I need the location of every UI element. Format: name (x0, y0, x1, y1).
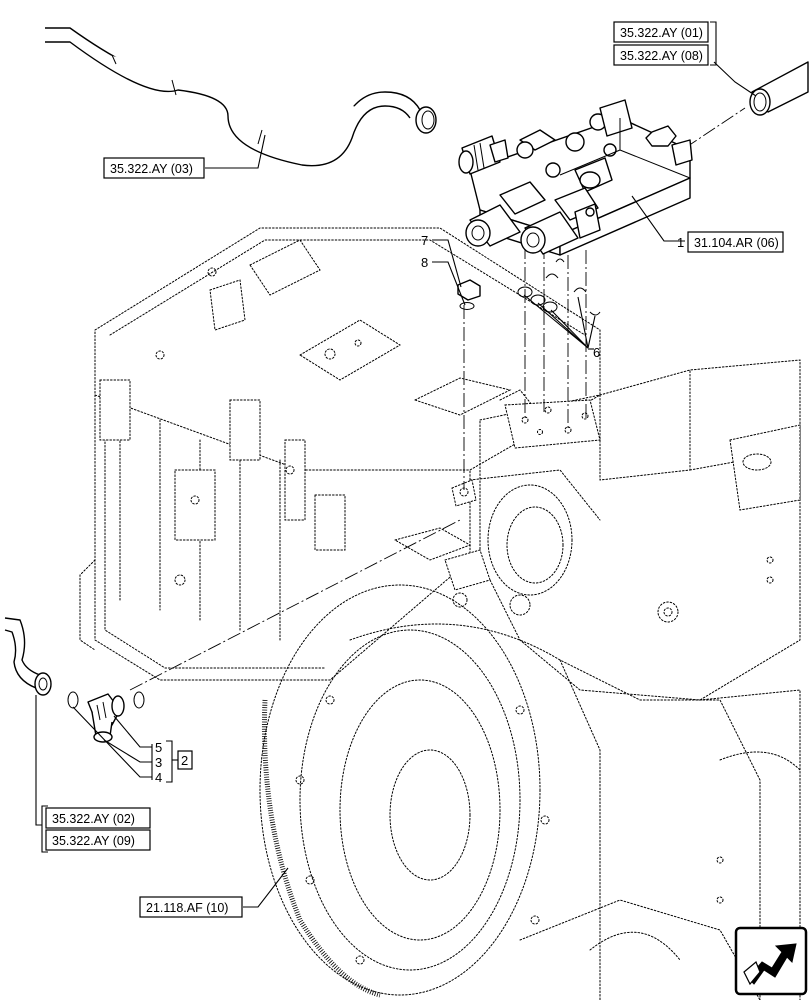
ref-label-35-322-ay-01[interactable]: 35.322.AY (01) (620, 26, 703, 40)
ref-box-21-118-af-10[interactable]: 21.118.AF (10) (139, 896, 243, 918)
lower-hose (4, 617, 52, 696)
callout-group-bracket (166, 740, 178, 783)
next-page-arrow-icon[interactable] (734, 926, 808, 996)
ref-bracket-lower-left (41, 805, 48, 853)
ref-label-31-104-ar-06[interactable]: 31.104.AR (06) (694, 236, 779, 250)
ref-label-21-118-af-10[interactable]: 21.118.AF (10) (146, 901, 228, 915)
assembly-centerlines (129, 107, 746, 691)
callout-box-2: 2 (177, 750, 193, 770)
ref-box-35-322-ay-09[interactable]: 35.322.AY (09) (45, 829, 151, 851)
callout-3: 3 (155, 755, 162, 770)
upper-right-pipe (749, 61, 809, 116)
plug-with-washer (457, 279, 481, 310)
callout-2: 2 (181, 753, 188, 768)
ref-box-35-322-ay-08[interactable]: 35.322.AY (08) (613, 44, 709, 66)
ref-box-35-322-ay-01[interactable]: 35.322.AY (01) (613, 21, 709, 43)
ref-label-35-322-ay-08[interactable]: 35.322.AY (08) (620, 49, 703, 63)
callout-4: 4 (155, 770, 162, 785)
leader-lines (35, 61, 757, 908)
ref-label-35-322-ay-03[interactable]: 35.322.AY (03) (110, 162, 193, 176)
ref-label-35-322-ay-02[interactable]: 35.322.AY (02) (52, 812, 135, 826)
ref-box-31-104-ar-06[interactable]: 31.104.AR (06) (687, 231, 784, 253)
control-valve (458, 99, 693, 256)
transmission-housing (79, 227, 801, 1000)
callout-8: 8 (421, 255, 428, 270)
ref-bracket-top-right (710, 21, 717, 66)
callout-7: 7 (421, 233, 428, 248)
callout-5: 5 (155, 740, 162, 755)
callout-6: 6 (593, 345, 600, 360)
elbow-fitting (67, 691, 145, 743)
ref-label-35-322-ay-09[interactable]: 35.322.AY (09) (52, 834, 135, 848)
callout-1: 1 (677, 235, 684, 250)
ref-box-35-322-ay-02[interactable]: 35.322.AY (02) (45, 807, 151, 829)
ref-box-35-322-ay-03[interactable]: 35.322.AY (03) (103, 157, 205, 179)
o-ring-seals (517, 258, 601, 316)
upper-hose (45, 27, 437, 167)
